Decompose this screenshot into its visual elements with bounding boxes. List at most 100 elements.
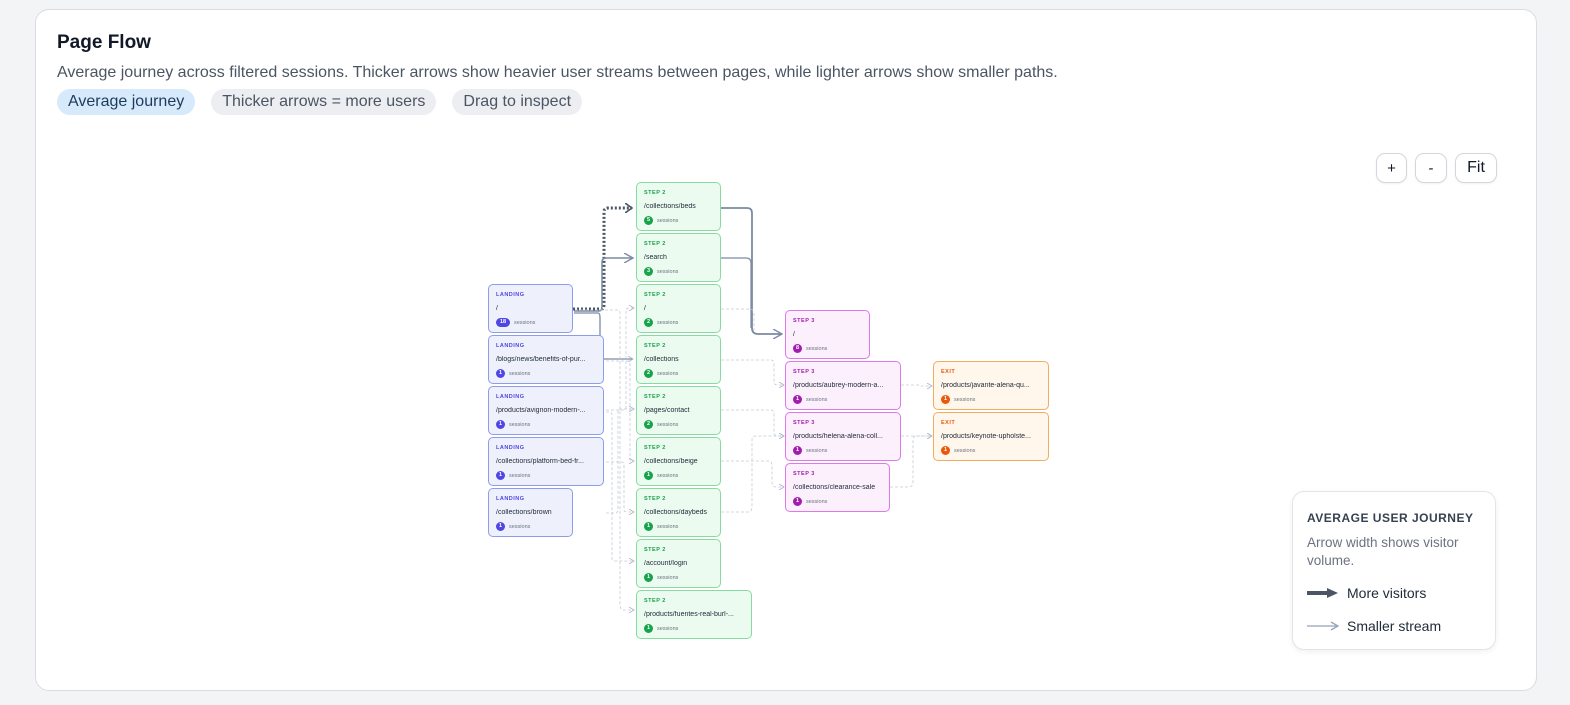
node-tag: STEP 2 [644, 343, 666, 349]
node-tag: LANDING [496, 496, 525, 502]
node-tag: LANDING [496, 445, 525, 451]
node-tag: STEP 3 [793, 369, 815, 375]
node-tag: STEP 2 [644, 547, 666, 553]
step3-node-clearance[interactable]: STEP 3 /collections/clearance-sale 1 sess… [785, 463, 890, 512]
node-tag: STEP 2 [644, 190, 666, 196]
session-count-badge: 1 [496, 369, 505, 378]
legend-row-smaller: Smaller stream [1307, 618, 1441, 634]
exit-node-javante[interactable]: EXIT /products/javante-alena-qu... 1 sess… [933, 361, 1049, 410]
session-count-badge: 2 [644, 420, 653, 429]
page-description: Average journey across filtered sessions… [57, 64, 1058, 81]
chip-thicker-arrows[interactable]: Thicker arrows = more users [211, 89, 437, 115]
session-count-badge: 1 [644, 522, 653, 531]
node-tag: STEP 2 [644, 292, 666, 298]
session-count-badge: 3 [644, 267, 653, 276]
node-path: /collections/clearance-sale [793, 484, 876, 491]
node-path: /products/fuentes-real-burl-... [644, 611, 734, 618]
thick-arrow-icon [1307, 588, 1338, 598]
landing-node-platform-bed[interactable]: LANDING /collections/platform-bed-fr... … [488, 437, 604, 486]
page-title: Page Flow [57, 32, 151, 53]
session-count-badge: 1 [496, 471, 505, 480]
landing-node-blogs[interactable]: LANDING /blogs/news/benefits-of-pur... 1… [488, 335, 604, 384]
sessions-label: sessions [657, 370, 679, 377]
thin-arrow-icon [1307, 621, 1339, 631]
node-tag: STEP 2 [644, 241, 666, 247]
chip-average-journey[interactable]: Average journey [57, 89, 196, 115]
session-count-badge: 8 [793, 344, 802, 353]
node-path: /products/helena-alena-coll... [793, 433, 883, 440]
sessions-label: sessions [657, 421, 679, 428]
node-tag: STEP 3 [793, 471, 815, 477]
session-count-badge: 1 [496, 420, 505, 429]
sessions-label: sessions [806, 447, 828, 454]
chip-row: Average journey Thicker arrows = more us… [57, 89, 583, 115]
node-tag: LANDING [496, 394, 525, 400]
node-path: /products/avignon-modern-... [496, 407, 586, 414]
flow-arrow-search-to-step3 [721, 257, 752, 328]
session-count-badge: 1 [644, 471, 653, 480]
step3-node-root[interactable]: STEP 3 / 8 sessions [785, 310, 870, 359]
node-path: /account/login [644, 560, 688, 567]
sessions-label: sessions [514, 319, 536, 326]
flow-arrow-landing-to-search [574, 258, 633, 312]
fit-button[interactable]: Fit [1455, 153, 1497, 183]
node-path: / [793, 331, 795, 338]
sessions-label: sessions [806, 498, 828, 505]
node-path: /search [644, 254, 667, 261]
node-path: /collections/beds [644, 203, 696, 210]
flow-arrows-light [575, 308, 932, 610]
session-count-badge: 1 [941, 446, 950, 455]
step2-node-fuentes[interactable]: STEP 2 /products/fuentes-real-burl-... 1… [636, 590, 752, 639]
legend-more-label: More visitors [1347, 585, 1427, 601]
session-count-badge: 1 [793, 395, 802, 404]
legend-description: Arrow width shows visitor volume. [1307, 535, 1459, 568]
zoom-in-button[interactable]: + [1376, 153, 1407, 183]
node-path: /products/javante-alena-qu... [941, 382, 1030, 389]
node-tag: STEP 2 [644, 598, 666, 604]
sessions-label: sessions [657, 523, 679, 530]
journey-legend: AVERAGE USER JOURNEY Arrow width shows v… [1292, 491, 1496, 650]
node-path: /collections/platform-bed-fr... [496, 458, 584, 465]
sessions-label: sessions [657, 319, 679, 326]
session-count-badge: 1 [941, 395, 950, 404]
exit-node-keynote[interactable]: EXIT /products/keynote-upholste... 1 sess… [933, 412, 1049, 461]
node-tag: EXIT [941, 369, 956, 375]
node-path: /collections/beige [644, 458, 698, 465]
node-tag: LANDING [496, 343, 525, 349]
sessions-label: sessions [657, 625, 679, 632]
chip-drag-to-inspect[interactable]: Drag to inspect [452, 89, 583, 115]
legend-row-more: More visitors [1307, 585, 1426, 601]
session-count-badge: 1 [496, 522, 505, 531]
node-path: /pages/contact [644, 407, 690, 414]
node-path: /products/keynote-upholste... [941, 433, 1031, 440]
node-tag: STEP 3 [793, 318, 815, 324]
zoom-out-button[interactable]: - [1415, 153, 1447, 183]
node-path: /collections/daybeds [644, 509, 708, 516]
page-flow-card: Page Flow Average journey across filtere… [35, 9, 1537, 691]
node-tag: EXIT [941, 420, 956, 426]
legend-title: AVERAGE USER JOURNEY [1307, 511, 1474, 525]
legend-smaller-label: Smaller stream [1347, 618, 1442, 634]
session-count-badge: 1 [644, 573, 653, 582]
flow-arrow-beds-to-step3 [721, 207, 782, 334]
sessions-label: sessions [954, 447, 976, 454]
session-count-badge: 1 [793, 497, 802, 506]
sessions-label: sessions [509, 523, 531, 530]
sessions-label: sessions [657, 472, 679, 479]
sessions-label: sessions [806, 345, 828, 352]
sessions-label: sessions [954, 396, 976, 403]
